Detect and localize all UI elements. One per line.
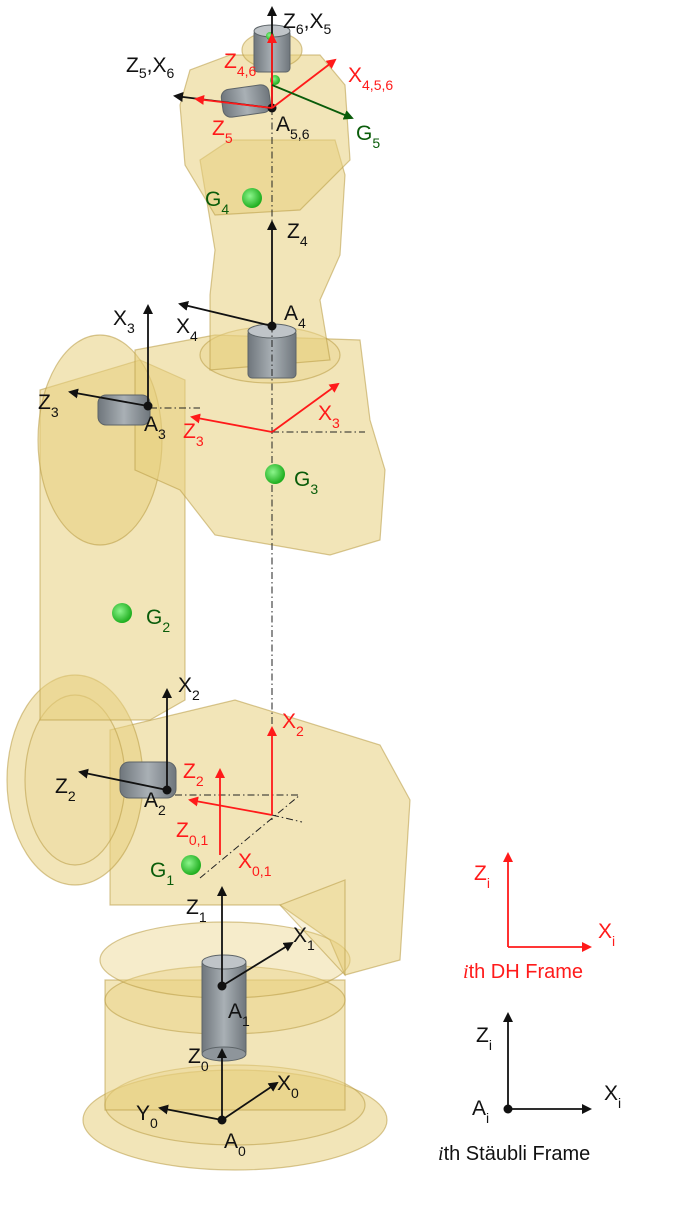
label-g1: G1 [150, 859, 174, 888]
origin-a1 [217, 981, 227, 991]
label-x4: X4 [176, 315, 198, 344]
axis-x4 [178, 300, 273, 327]
label-g3: G3 [294, 468, 318, 497]
label-g2: G2 [146, 606, 170, 635]
axis-x456-red [271, 58, 337, 109]
com-g3 [265, 464, 285, 484]
label-x1: X1 [293, 924, 315, 953]
label-a3: A3 [144, 413, 166, 442]
axis-z2-red [188, 796, 273, 816]
label-z5-red: Z5 [212, 117, 233, 146]
origin-a4 [267, 321, 277, 331]
legend-dh-caption: ith DH Frame [463, 961, 583, 983]
axis-x1 [221, 941, 294, 987]
legend-dh-z-label: Zi [474, 862, 490, 891]
label-z2-red: Z2 [183, 760, 204, 789]
axis-z5-red [194, 94, 273, 109]
origin-a2 [162, 785, 172, 795]
labels: Z6,X5 Z5,X6 Z4,6 X4,5,6 Z5 A5,6 G5 G4 Z4… [38, 10, 393, 1159]
legend-dh-frame: Zi Xi ith DH Frame [463, 852, 615, 983]
axis-z3-red [190, 413, 273, 433]
staubli-frames [68, 6, 294, 1121]
label-x3-red: X3 [318, 402, 340, 431]
com-g1 [181, 855, 201, 875]
axis-z3 [68, 388, 149, 407]
label-y0: Y0 [136, 1102, 158, 1131]
label-g4: G4 [205, 188, 229, 217]
label-a1: A1 [228, 1000, 250, 1029]
label-z3-red: Z3 [183, 420, 204, 449]
label-x0: X0 [277, 1072, 299, 1101]
label-z3: Z3 [38, 391, 59, 420]
origin-a3 [143, 401, 153, 411]
label-z2: Z2 [55, 775, 76, 804]
label-a2: A2 [144, 789, 166, 818]
axis-z2 [78, 768, 168, 791]
legend-st-z-label: Zi [476, 1024, 492, 1053]
axis-x0 [221, 1081, 279, 1121]
legend-staubli-frame: Zi Xi Ai ith Stäubli Frame [438, 1012, 621, 1165]
label-a0: A0 [224, 1130, 246, 1159]
label-x2-red: X2 [282, 710, 304, 739]
label-z46: Z4,6 [224, 50, 257, 79]
label-x01: X0,1 [238, 850, 272, 879]
actuator-3 [97, 394, 151, 426]
legend-dh-x-label: Xi [598, 920, 615, 949]
legend-st-x-label: Xi [604, 1082, 621, 1111]
label-x3: X3 [113, 307, 135, 336]
label-z4: Z4 [287, 220, 308, 249]
axis-x3-red [271, 382, 340, 433]
com-markers [112, 32, 285, 875]
dh-frames [188, 33, 340, 855]
robot-body [6, 31, 411, 1171]
com-g2 [112, 603, 132, 623]
label-z6-x5: Z6,X5 [283, 10, 331, 37]
legend-st-caption: ith Stäubli Frame [438, 1143, 590, 1165]
actuator-5 [220, 84, 272, 118]
label-z0: Z0 [188, 1045, 209, 1074]
label-x2: X2 [178, 674, 200, 703]
label-z5-x6: Z5,X6 [126, 54, 174, 81]
com-g4 [242, 188, 262, 208]
label-a4: A4 [284, 302, 306, 331]
label-a56: A5,6 [276, 113, 310, 142]
label-z01: Z0,1 [176, 819, 209, 848]
label-g5: G5 [356, 122, 380, 151]
label-x456: X4,5,6 [348, 64, 393, 93]
axis-g5 [271, 84, 354, 120]
legend-st-origin [503, 1104, 513, 1114]
shoulder-housing [109, 699, 411, 976]
actuators [97, 24, 297, 1062]
legend-st-a-label: Ai [472, 1097, 489, 1126]
label-z1: Z1 [186, 896, 207, 925]
origin-a0 [217, 1115, 227, 1125]
axis-y0 [158, 1104, 223, 1121]
